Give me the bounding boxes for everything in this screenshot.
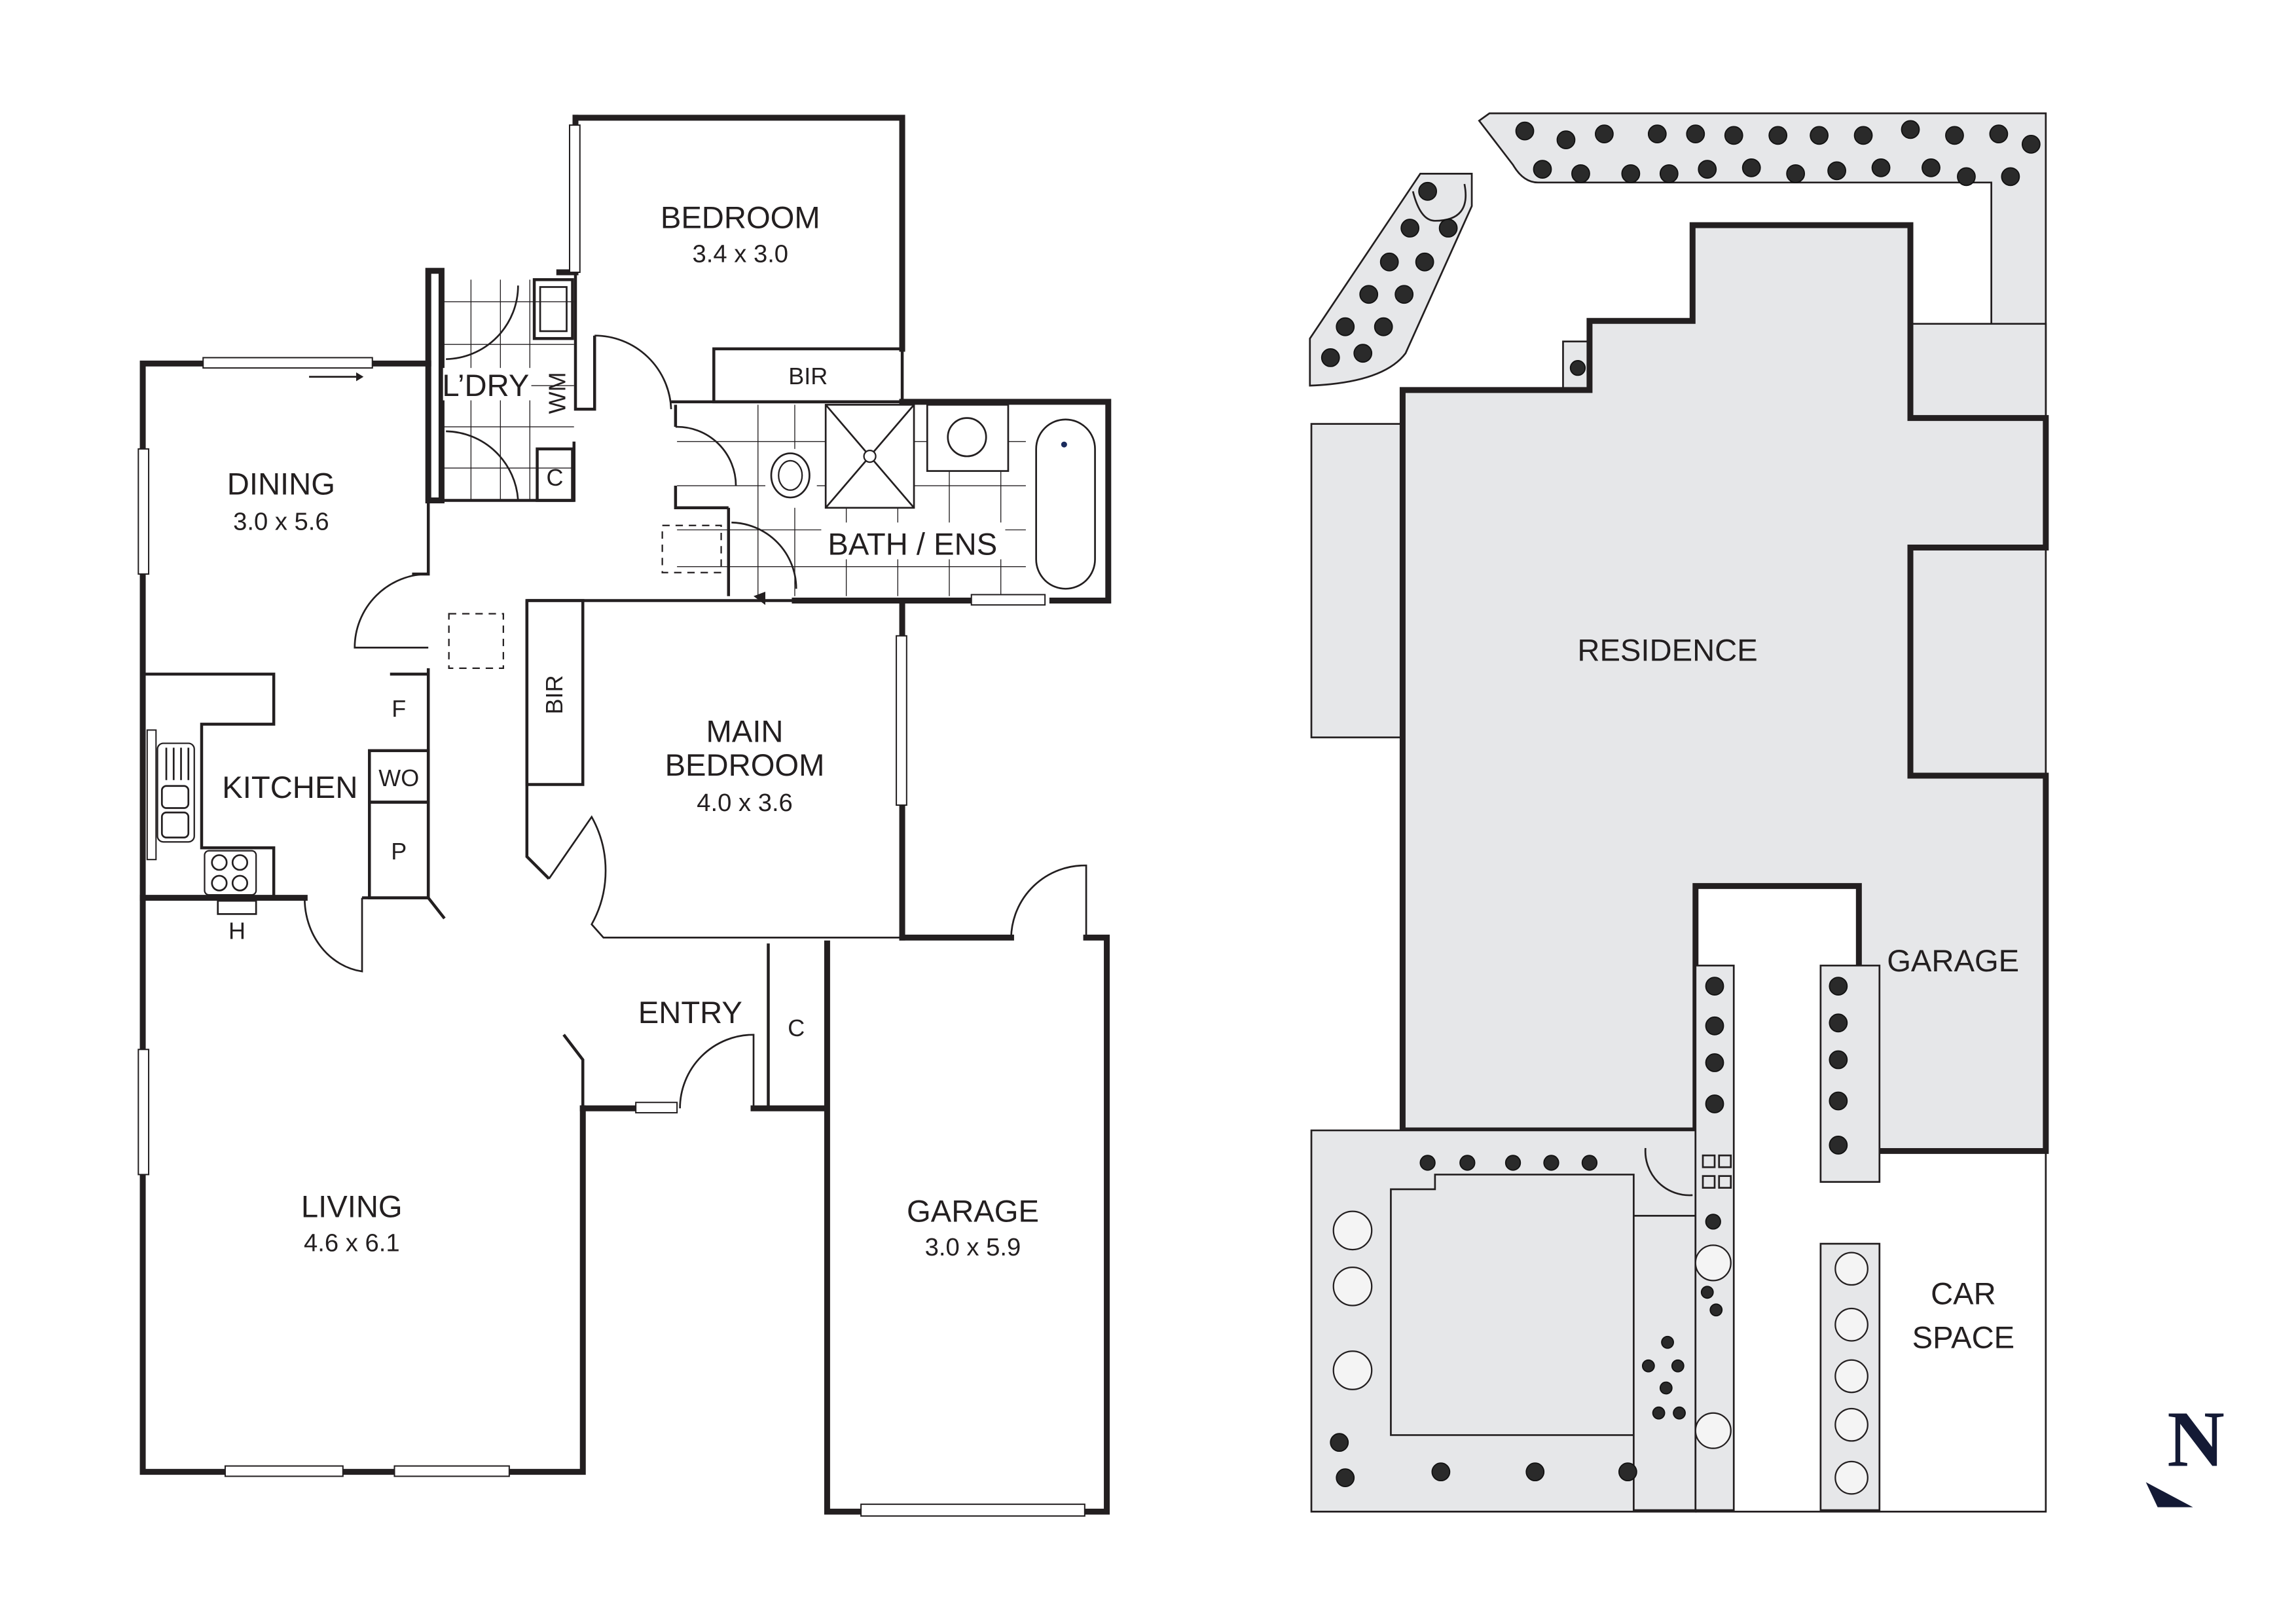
room-label-laundry: L’DRY — [442, 369, 529, 403]
room-kitchen: F WO P H KITCHEN — [139, 668, 446, 973]
site-label-car-space-1: CAR — [1931, 1276, 1996, 1311]
room-dining: DINING 3.0 x 5.6 — [137, 357, 431, 901]
garden-bed-driveway-east — [1819, 964, 1881, 1183]
site-label-garage: GARAGE — [1887, 944, 2019, 979]
room-garage: GARAGE 3.0 x 5.9 — [824, 864, 1110, 1517]
room-label-bir-top: BIR — [788, 363, 828, 389]
room-dims-main-bedroom: 4.0 x 3.6 — [697, 789, 793, 817]
room-label-main-bedroom-1: MAIN — [706, 714, 784, 749]
washing-machine-label: WM — [543, 372, 570, 414]
garage-door-icon — [860, 1504, 1085, 1517]
room-bath-ens: BATH / ENS — [661, 399, 1112, 606]
bathtub-icon — [1035, 418, 1096, 590]
trees — [1332, 1210, 1868, 1495]
door-swing-icon — [446, 430, 519, 501]
cooktop-icon — [204, 850, 257, 896]
entry-cupboard-label: C — [788, 1015, 805, 1041]
toilet-icon — [770, 452, 811, 499]
site-plan: RESIDENCE GARAGE CAR SPACE — [1309, 112, 2049, 1513]
room-dims-dining: 3.0 x 5.6 — [233, 508, 329, 536]
door-swing-icon — [1010, 864, 1087, 938]
door-swing-icon — [675, 425, 737, 486]
window-icon — [896, 635, 907, 806]
manhole-icon — [661, 524, 722, 573]
window-icon — [202, 357, 373, 369]
window-icon — [224, 1465, 344, 1477]
door-swing-icon — [731, 521, 797, 589]
side-path-east-top — [1909, 323, 2047, 419]
room-dims-garage: 3.0 x 5.9 — [925, 1233, 1021, 1261]
residence-footprint — [1399, 222, 2049, 1154]
window-icon — [137, 1049, 150, 1176]
room-dims-bedroom: 3.4 x 3.0 — [692, 240, 788, 268]
room-label-garage: GARAGE — [907, 1194, 1039, 1229]
window-icon — [635, 1102, 678, 1113]
window-icon — [393, 1465, 510, 1477]
room-label-kitchen: KITCHEN — [222, 770, 357, 805]
room-label-bir-main: BIR — [541, 675, 568, 714]
door-swing-icon — [548, 815, 903, 939]
north-label: N — [2167, 1396, 2225, 1484]
window-icon — [146, 729, 157, 861]
room-label-living: LIVING — [301, 1190, 403, 1225]
north-arrow-icon — [2145, 1482, 2193, 1507]
side-path-east-mid — [1909, 547, 2047, 777]
room-label-bath-ens: BATH / ENS — [828, 528, 997, 562]
pantry-label: P — [391, 838, 407, 865]
window-icon — [970, 594, 1046, 606]
north-arrow: N — [2145, 1396, 2225, 1507]
site-label-residence: RESIDENCE — [1577, 634, 1757, 668]
window-icon — [568, 124, 581, 274]
manhole-icon — [448, 613, 504, 670]
room-laundry: C L’DRY WM — [425, 268, 575, 504]
side-path-west — [1310, 423, 1404, 738]
wall-oven-label: WO — [378, 765, 419, 791]
site-label-car-space-2: SPACE — [1912, 1321, 2015, 1356]
floor-plan: BIR BEDROOM 3.4 x 3.0 C L’DRY — [137, 115, 1112, 1517]
room-dims-living: 4.6 x 6.1 — [304, 1229, 400, 1257]
room-label-entry: ENTRY — [638, 996, 742, 1030]
lawn-area — [1390, 1174, 1635, 1436]
room-living: LIVING 4.6 x 6.1 — [137, 895, 586, 1477]
room-label-bedroom: BEDROOM — [661, 201, 820, 236]
laundry-tub-icon — [532, 278, 574, 340]
room-main-bedroom: BIR MAIN BEDROOM 4.0 x 3.6 — [525, 597, 907, 941]
door-swing-icon — [304, 897, 363, 973]
room-label-dining: DINING — [227, 467, 335, 502]
window-icon — [137, 448, 150, 575]
shrubs — [1321, 120, 2041, 1488]
utility-boxes-icon — [1702, 1154, 1732, 1189]
gate-swing-icon — [1644, 1147, 1693, 1197]
room-label-main-bedroom-2: BEDROOM — [665, 748, 825, 783]
door-swing-icon — [679, 1034, 755, 1109]
hotplate-label: H — [228, 918, 246, 945]
door-swing-icon — [446, 285, 519, 361]
fridge-label: F — [392, 695, 406, 722]
door-swing-icon — [594, 334, 672, 410]
laundry-cupboard-label: C — [547, 464, 564, 491]
room-entry: C ENTRY — [562, 943, 829, 1113]
room-bedroom: BIR BEDROOM 3.4 x 3.0 — [556, 115, 905, 411]
door-swing-icon — [354, 573, 429, 649]
